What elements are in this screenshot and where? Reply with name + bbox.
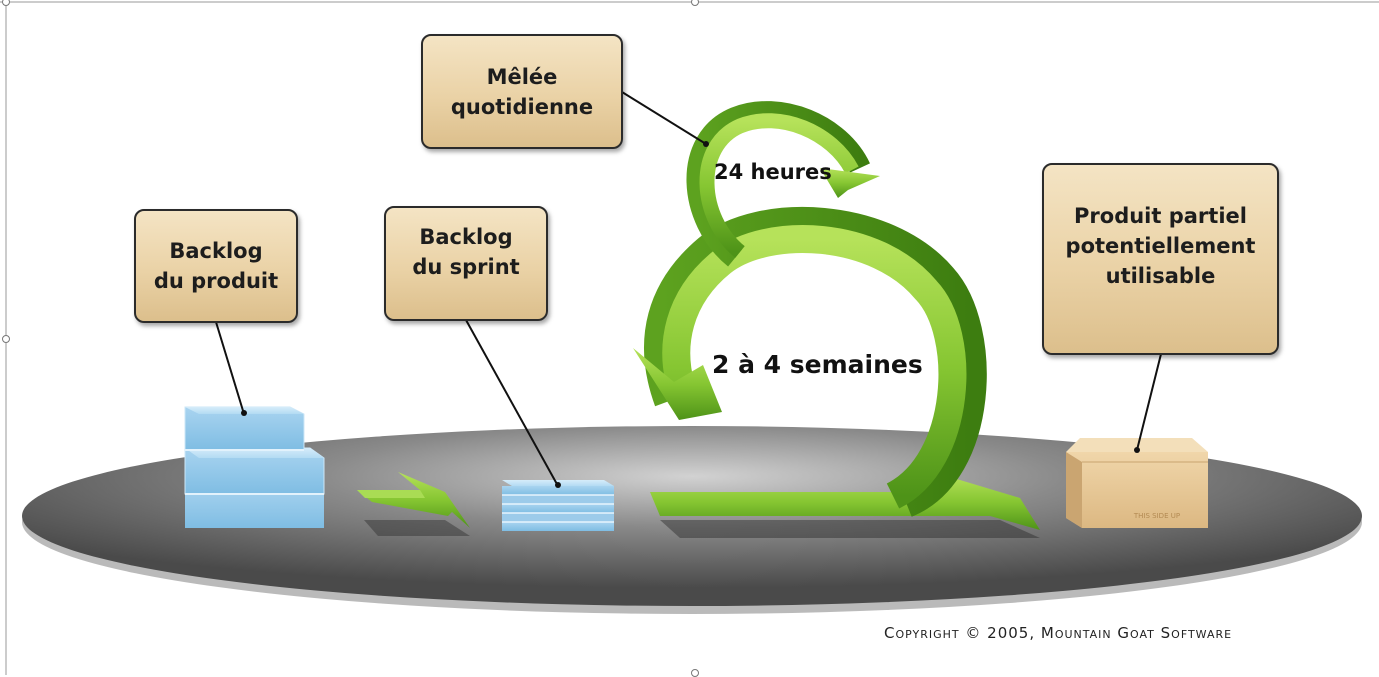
increment-line-3: utilisable (1105, 264, 1216, 288)
connector-increment (1136, 353, 1162, 451)
sprint-cycle-arrow (633, 206, 1040, 538)
product-backlog-line-1: Backlog (169, 239, 263, 263)
sprint-cycle-label: 2 à 4 semaines (712, 350, 923, 379)
daily-scrum-line-2: quotidienne (450, 94, 594, 119)
selection-handle-top-left[interactable] (2, 0, 10, 6)
connector-sprint-backlog (465, 319, 559, 487)
sprint-backlog-callout: Backlog du sprint (384, 206, 548, 321)
box-print-text: THIS SIDE UP (1133, 512, 1181, 520)
daily-cycle-arrow (686, 101, 880, 267)
daily-scrum-line-1: Mêlée (486, 64, 558, 89)
increment-line-2: potentiellement (1065, 234, 1256, 258)
daily-scrum-callout: Mêlée quotidienne (421, 34, 623, 149)
sprint-backlog-stack (502, 480, 614, 531)
product-backlog-stack (184, 406, 325, 528)
connector-product-backlog (215, 321, 245, 415)
sprint-backlog-line-1: Backlog (419, 225, 513, 249)
product-backlog-callout: Backlog du produit (134, 209, 298, 323)
daily-cycle-label: 24 heures (714, 160, 832, 184)
small-green-arrow (357, 472, 470, 536)
connector-daily-scrum (621, 91, 707, 145)
increment-callout: Produit partiel potentiellement utilisab… (1042, 163, 1279, 355)
sprint-backlog-line-2: du sprint (412, 255, 520, 279)
copyright-notice: Copyright © 2005, Mountain Goat Software (884, 624, 1233, 642)
product-backlog-line-2: du produit (153, 269, 279, 293)
selection-handle-middle-left[interactable] (2, 335, 10, 343)
selection-handle-top-center[interactable] (691, 0, 699, 6)
selection-handle-bottom-center[interactable] (691, 669, 699, 677)
increment-line-1: Produit partiel (1074, 204, 1247, 228)
shipping-box (1066, 438, 1208, 528)
